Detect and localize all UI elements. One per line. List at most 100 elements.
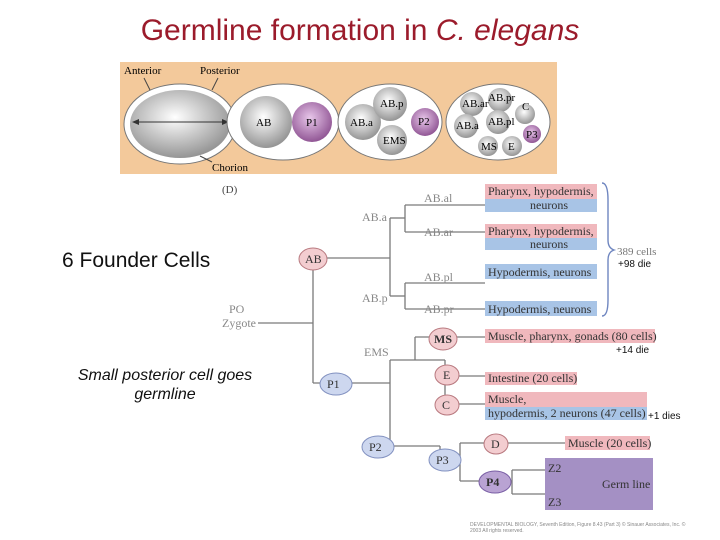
label-z3: Z3 xyxy=(548,495,561,509)
label-po: PO xyxy=(229,302,245,316)
cell-ms-node xyxy=(428,327,458,351)
cell-p2 xyxy=(411,108,439,136)
cell-e-node xyxy=(434,364,460,386)
fate-abar-line2: neurons xyxy=(530,237,568,251)
fate-abal-line1: Pharynx, hypodermis, xyxy=(488,184,594,198)
posterior-pointer xyxy=(211,77,219,91)
cell-abpr xyxy=(488,88,512,112)
cell-p3-node-label: P3 xyxy=(436,453,449,467)
label-abal: AB.al xyxy=(424,191,453,205)
cell-e-node-label: E xyxy=(443,368,450,382)
chorion-label: Chorion xyxy=(212,162,249,174)
embryo-illustration: Anterior Posterior Chorion AB P1 AB.a AB… xyxy=(123,65,551,174)
cell-p4-node xyxy=(478,470,512,494)
cell-abpl xyxy=(486,110,510,134)
chorion-pointer xyxy=(199,155,213,163)
c-die-note: +1 dies xyxy=(648,411,681,422)
fate-box-abpr xyxy=(485,301,597,316)
arrow-right-icon xyxy=(222,119,229,125)
ab-total: 389 cells xyxy=(617,246,656,258)
label-ems: EMS xyxy=(364,345,389,359)
cell-c xyxy=(515,104,535,124)
cell-aba8 xyxy=(454,114,478,138)
fate-abpl: Hypodermis, neurons xyxy=(488,265,592,279)
founders-label: 6 Founder Cells xyxy=(62,249,211,272)
ab-die-note: +98 die xyxy=(618,259,652,270)
cell-c-node-label: C xyxy=(442,398,450,412)
cell-p3-node xyxy=(428,448,462,472)
ab-brace xyxy=(601,182,617,317)
fate-box-abpl xyxy=(485,264,597,279)
cell-p1-node-label: P1 xyxy=(327,377,340,391)
cell-ms8-label: MS xyxy=(481,141,497,153)
cell-p4-node-label: P4 xyxy=(486,475,499,489)
cell-c-node xyxy=(434,394,460,416)
embryo-panel: Anterior Posterior Chorion AB P1 AB.a AB… xyxy=(120,62,557,174)
fate-c-line2: hypodermis, 2 neurons (47 cells) xyxy=(488,406,646,420)
fate-abal-line2: neurons xyxy=(530,198,568,212)
cell-p1-label: P1 xyxy=(306,117,318,129)
cell-aba xyxy=(345,104,381,140)
cell-aba8-label: AB.a xyxy=(456,120,479,132)
ms-die-note: +14 die xyxy=(616,345,650,356)
cell-d-node-label: D xyxy=(491,437,500,451)
fate-box-ms xyxy=(485,329,655,343)
cell-p1 xyxy=(292,102,332,142)
fate-germ: Germ line xyxy=(602,477,650,491)
cell-d-node xyxy=(483,433,509,455)
cell-ab-node xyxy=(298,247,328,271)
cell-abp xyxy=(373,87,407,121)
zygote-cell xyxy=(130,90,230,158)
fate-abar-line1: Pharynx, hypodermis, xyxy=(488,224,594,238)
cell-p2-node-label: P2 xyxy=(369,440,382,454)
fate-e: Intestine (20 cells) xyxy=(488,371,577,385)
cell-aba-label: AB.a xyxy=(350,117,373,129)
title-species: C. elegans xyxy=(435,14,580,47)
fate-box-abal-blue xyxy=(485,199,597,212)
page-title: Germline formation in C. elegans xyxy=(0,14,720,48)
label-z2: Z2 xyxy=(548,461,561,475)
cell-p2-label: P2 xyxy=(418,116,430,128)
fate-abpr: Hypodermis, neurons xyxy=(488,302,592,316)
posterior-label: Posterior xyxy=(200,65,240,77)
anterior-label: Anterior xyxy=(124,65,162,77)
arrow-left-icon xyxy=(132,119,139,125)
fate-d: Muscle (20 cells) xyxy=(568,436,651,450)
cell-p3 xyxy=(523,125,541,143)
cell-p2-node xyxy=(361,435,395,459)
fate-box-d xyxy=(565,436,650,450)
cell-e8 xyxy=(502,136,522,156)
cell-abpl-label: AB.pl xyxy=(488,116,515,128)
label-abar: AB.ar xyxy=(424,225,453,239)
cell-p3-label: P3 xyxy=(526,129,538,141)
cell-ms8 xyxy=(478,136,498,156)
fate-box-e xyxy=(485,372,577,385)
label-aba: AB.a xyxy=(362,210,388,224)
fate-box-abar-blue xyxy=(485,238,597,250)
fate-box-c-blue xyxy=(485,407,647,420)
label-zygote: Zygote xyxy=(222,316,256,330)
figure-credit: DEVELOPMENTAL BIOLOGY, Seventh Edition, … xyxy=(470,522,686,534)
cell-ab-label: AB xyxy=(256,117,271,129)
label-abp: AB.p xyxy=(362,291,388,305)
cell-abar xyxy=(460,92,484,116)
cell-abar-label: AB.ar xyxy=(462,98,489,110)
cell-ab xyxy=(240,96,292,148)
panel-letter: (D) xyxy=(222,184,238,196)
cell-ems-label: EMS xyxy=(383,135,406,147)
anterior-pointer xyxy=(143,77,151,91)
label-abpl: AB.pl xyxy=(424,270,454,284)
title-main: Germline formation in xyxy=(140,14,436,47)
fate-ms: Muscle, pharynx, gonads (80 cells) xyxy=(488,329,657,343)
cell-e8-label: E xyxy=(508,141,515,153)
cell-ab-node-label: AB xyxy=(305,252,322,266)
cell-c-label: C xyxy=(522,101,529,113)
cell-ms-node-label: MS xyxy=(434,332,452,346)
cell-abpr-label: AB.pr xyxy=(488,92,516,104)
cell-abp-label: AB.p xyxy=(380,98,404,110)
label-abpr: AB.pr xyxy=(424,302,454,316)
fate-box-germ xyxy=(545,458,653,510)
cell-ems xyxy=(377,125,407,155)
cell-p1-node xyxy=(319,372,353,396)
posterior-label: Small posterior cell goes germline xyxy=(77,367,253,403)
